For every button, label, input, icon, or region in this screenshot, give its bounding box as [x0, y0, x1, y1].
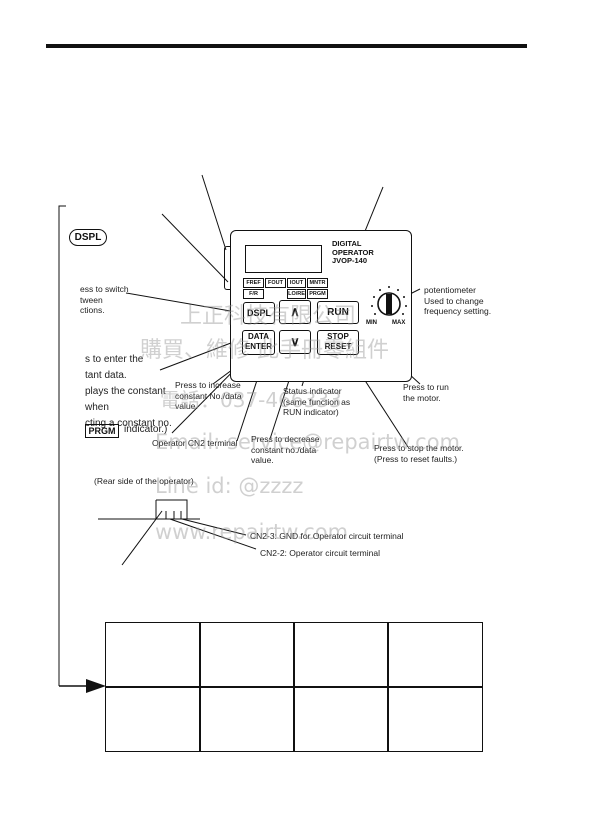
dspl-key[interactable]: DSPL	[243, 302, 275, 324]
watermark-line5: Line id: @zzzz	[155, 474, 304, 498]
table-cell-r2c3	[293, 686, 389, 752]
pot-min-label: MIN	[366, 320, 377, 326]
led-fref: FREF	[243, 278, 264, 288]
led-fr: F/R	[243, 289, 264, 299]
prgm-badge-label: PRGM	[88, 426, 116, 436]
cn2-3-label: CN2-3: GND for Operator circuit terminal	[250, 531, 404, 541]
header-rule	[46, 44, 527, 48]
table-cell-r2c4	[387, 686, 483, 752]
press-decrease-label: Press to decrease constant no./data valu…	[251, 434, 320, 465]
operator-title-line2: OPERATOR	[332, 247, 374, 257]
run-key[interactable]: RUN	[317, 301, 359, 324]
up-key[interactable]: ∧	[279, 300, 311, 324]
data-enter-key[interactable]: DATA ENTER	[242, 330, 275, 355]
led-iout: IOUT	[287, 278, 306, 288]
pot-max-label: MAX	[392, 320, 406, 326]
operator-title-line1: DIGITAL	[332, 239, 362, 248]
led-lore: LO/RE	[287, 289, 306, 299]
operator-title: DIGITAL OPERATOR JVOP-140	[332, 239, 374, 266]
press-stop-label: Press to stop the motor. (Press to reset…	[374, 443, 464, 464]
frequency-potentiometer[interactable]	[365, 278, 415, 328]
enter-constant-label: s to enter the tant data. plays the cons…	[85, 354, 172, 429]
watermark-line2: 購買、維修 此手冊零組件	[140, 338, 389, 363]
display-window	[245, 245, 322, 273]
table-cell-r1c1	[105, 622, 201, 688]
table-cell-r2c2	[199, 686, 295, 752]
cn2-terminal-label: Operator CN2 terminal	[152, 438, 238, 448]
watermark-line6: www.repairtw.com	[155, 520, 349, 544]
table-cell-r1c3	[293, 622, 389, 688]
press-increase-label: Press to increase constant No./data valu…	[175, 380, 242, 411]
table-cell-r2c1	[105, 686, 201, 752]
watermark-line1: 上正科技有限公司	[180, 304, 357, 329]
dspl-badge-label: DSPL	[74, 232, 102, 243]
prgm-indicator-label: indicator.)	[124, 424, 168, 435]
switch-functions-label: ess to switch tween ctions.	[80, 284, 129, 315]
table-cell-r1c4	[387, 622, 483, 688]
potentiometer-label: potentiometer Used to change frequency s…	[424, 285, 492, 316]
led-fout: FOUT	[265, 278, 286, 288]
led-mntr: MNTR	[307, 278, 328, 288]
rear-side-label: (Rear side of the operator)	[94, 476, 194, 486]
status-indicator-label: Status indicator (same function as RUN i…	[283, 386, 351, 417]
watermark-line4: Email: service@repairtw.com	[155, 430, 461, 454]
led-prgm: PRGM	[307, 289, 328, 299]
press-run-label: Press to run the motor.	[403, 382, 449, 403]
down-key[interactable]: ∨	[279, 330, 311, 354]
table-cell-r1c2	[199, 622, 295, 688]
cn2-2-label: CN2-2: Operator circuit terminal	[260, 548, 380, 558]
watermark-line3: 電話：037-466333	[160, 388, 342, 412]
dspl-badge: DSPL	[69, 229, 107, 246]
flow-arrow-icon	[86, 679, 106, 693]
function-table	[105, 622, 483, 752]
panel-side-edge	[224, 246, 231, 290]
stop-reset-key[interactable]: STOP RESET	[317, 330, 359, 355]
operator-title-line3: JVOP-140	[332, 256, 368, 265]
prgm-badge: PRGM	[85, 424, 119, 438]
